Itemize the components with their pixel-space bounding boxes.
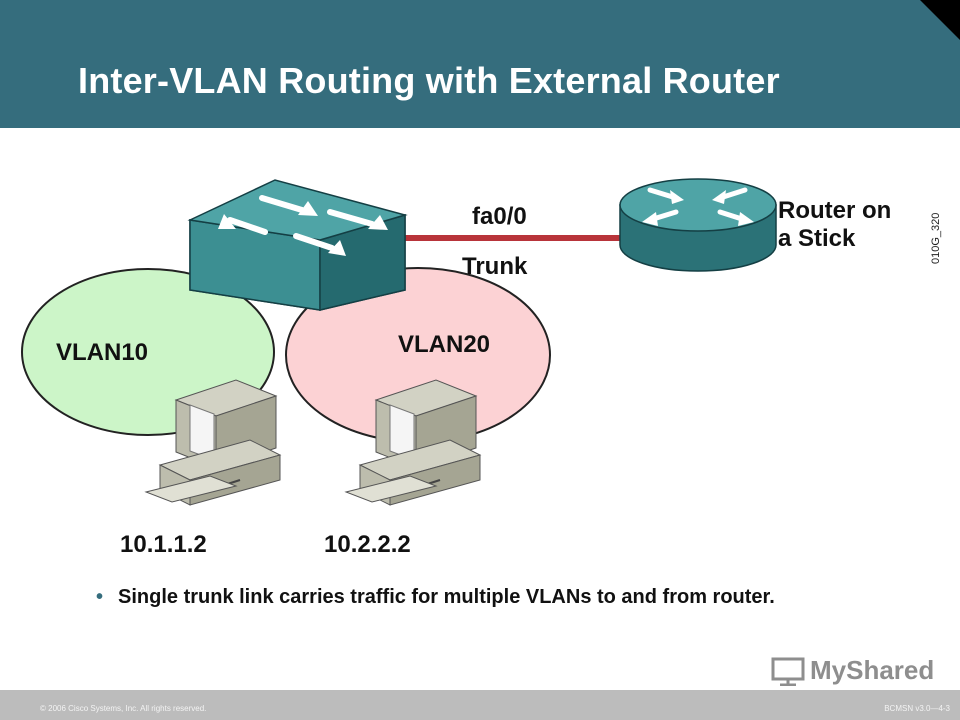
header-corner — [920, 0, 960, 40]
copyright: © 2006 Cisco Systems, Inc. All rights re… — [40, 704, 207, 713]
footer-bar: © 2006 Cisco Systems, Inc. All rights re… — [0, 690, 960, 720]
computer-icon — [144, 379, 282, 506]
switch-icon — [187, 179, 408, 311]
slide-title: Inter-VLAN Routing with External Router — [78, 60, 780, 101]
computer-icon — [344, 379, 482, 506]
title-bar: Inter-VLAN Routing with External Router — [0, 0, 960, 128]
bullet-text: Single trunk link carries traffic for mu… — [118, 586, 775, 608]
router-label-line1: Router on — [778, 197, 891, 224]
vlan20-label: VLAN20 — [398, 331, 490, 358]
router-label-line2: a Stick — [778, 225, 856, 252]
host1-ip: 10.1.1.2 — [120, 531, 207, 558]
bullet-point: • Single trunk link carries traffic for … — [96, 584, 856, 610]
vlan10-label: VLAN10 — [56, 339, 148, 366]
router-icon — [619, 178, 777, 272]
course-id: BCMSN v3.0—4-3 — [884, 704, 950, 713]
watermark: MyShared — [770, 655, 934, 686]
bullet-icon: • — [96, 586, 104, 608]
trunk-label: Trunk — [462, 253, 528, 280]
watermark-text: MyShared — [810, 655, 935, 685]
figure-id: 010G_320 — [930, 212, 942, 264]
host2-ip: 10.2.2.2 — [324, 531, 411, 558]
presentation-icon — [771, 657, 805, 686]
interface-label: fa0/0 — [472, 203, 527, 230]
network-diagram: VLAN10 VLAN20 fa0/0 Trunk — [21, 178, 891, 558]
